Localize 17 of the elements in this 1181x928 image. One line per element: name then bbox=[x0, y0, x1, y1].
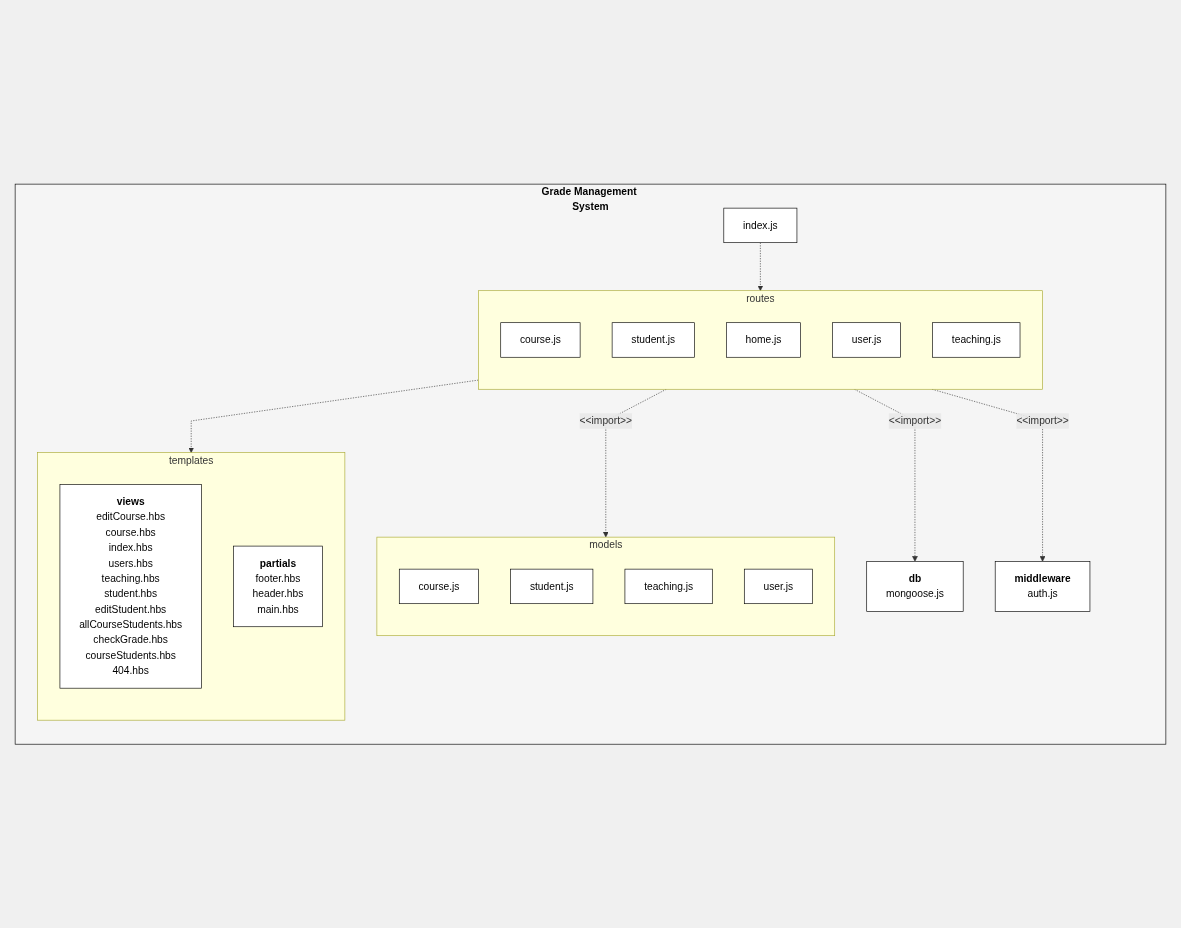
edge-label: <<import>> bbox=[888, 415, 942, 426]
node-box: teaching.js bbox=[624, 568, 713, 604]
edge-label: <<import>> bbox=[1016, 415, 1069, 426]
node-box: course.js bbox=[500, 322, 581, 358]
node-box: teaching.js bbox=[932, 322, 1021, 358]
node-box: student.js bbox=[611, 322, 695, 358]
node-box: views editCourse.hbs course.hbs index.hbs users.hbs teaching.hbs student.hbs editStudent.hbs allCourseStudents.hbs checkGrade.hbs courseStudents.hbs 404.hbs bbox=[59, 484, 202, 689]
node-box: user.js bbox=[832, 322, 901, 358]
node-box: index.js bbox=[723, 207, 798, 243]
node-box: course.js bbox=[398, 568, 479, 604]
node-box: db mongoose.js bbox=[866, 560, 964, 612]
node-box: home.js bbox=[726, 322, 801, 358]
node-box: user.js bbox=[743, 568, 813, 604]
node-box: student.js bbox=[510, 568, 594, 604]
node-box: middleware auth.js bbox=[994, 560, 1091, 612]
edge-label: <<import>> bbox=[579, 415, 632, 426]
node-box: partials footer.hbs header.hbs main.hbs bbox=[233, 545, 323, 627]
